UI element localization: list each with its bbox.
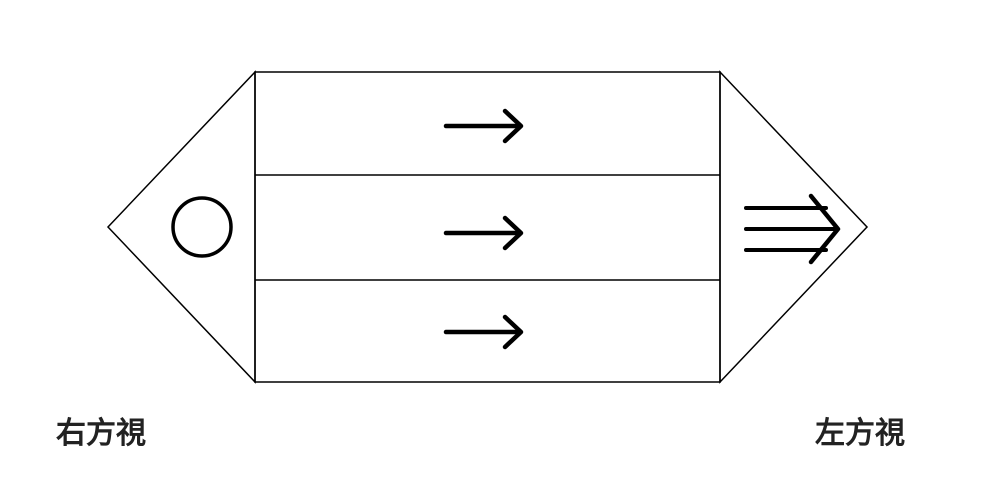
left-point-shape (106, 70, 256, 384)
right-arrow-icon (443, 215, 524, 251)
right-arrow-icon (443, 108, 524, 144)
circle-icon (171, 196, 233, 258)
left-view-label: 左方視 (815, 416, 905, 451)
triple-right-arrow-icon (744, 193, 841, 265)
right-view-label: 右方視 (56, 416, 146, 451)
central-rectangle (254, 71, 721, 383)
right-arrow-icon (443, 314, 524, 350)
